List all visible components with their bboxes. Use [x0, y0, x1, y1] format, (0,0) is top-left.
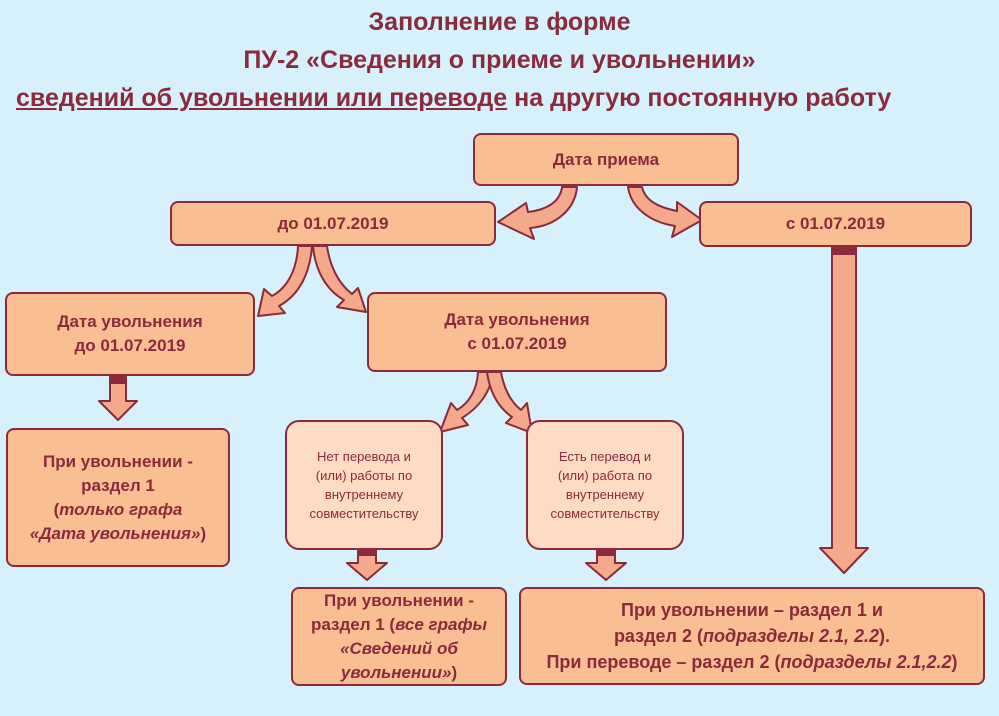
node-result-1-line-1: При увольнении -	[43, 451, 193, 471]
node-transfer-line-4: совместительству	[550, 506, 660, 521]
node-no-transfer-line-3: внутреннему	[324, 487, 404, 502]
node-no-transfer-line-4: совместительству	[309, 506, 419, 521]
node-result-2-line-1: При увольнении -	[324, 590, 474, 610]
node-result-1-line-3-italic: только графа	[59, 499, 183, 519]
node-after-date-label: с 01.07.2019	[785, 214, 886, 233]
node-result-2-line-3-italic: «Сведений об	[340, 638, 458, 658]
node-result-1-line-2: раздел 1	[81, 475, 155, 495]
curved-arrow-before-to-dismiss-after	[312, 245, 367, 313]
curved-arrow-hire-to-before	[497, 186, 578, 240]
title-line-3: сведений об увольнении или переводе на д…	[16, 84, 891, 113]
node-result-2-line-4b: )	[451, 662, 458, 682]
node-before-date: до 01.07.2019	[170, 201, 496, 246]
node-no-transfer-line-2: (или) работы по	[315, 468, 413, 483]
node-dismissal-before: Дата увольнения до 01.07.2019	[5, 292, 255, 376]
node-transfer-line-2: (или) работа по	[557, 468, 653, 483]
node-result-2-line-4-italic: увольнении»	[340, 662, 452, 682]
node-after-date: с 01.07.2019	[699, 201, 972, 247]
node-hire-date: Дата приема	[473, 133, 739, 186]
node-transfer-line-1: Есть перевод и	[558, 449, 652, 464]
node-result-2: При увольнении - раздел 1 (все графы «Св…	[291, 587, 507, 686]
node-result-3-line-2b: ).	[879, 626, 891, 646]
node-result-3-line-2-italic: подразделы 2.1, 2.2	[703, 626, 880, 646]
node-result-2-line-2a: раздел 1 (	[310, 614, 396, 634]
node-result-3-line-3a: При переводе – раздел 2 (	[546, 652, 781, 672]
node-dismissal-after-line-2: с 01.07.2019	[467, 334, 567, 353]
node-transfer: Есть перевод и (или) работа по внутренне…	[526, 420, 684, 550]
title-line-1: Заполнение в форме	[368, 8, 631, 36]
node-dismissal-before-line-2: до 01.07.2019	[74, 336, 186, 355]
node-hire-date-label: Дата приема	[552, 149, 660, 169]
node-result-1-line-4b: )	[200, 523, 207, 543]
curved-arrow-before-to-dismiss-before	[257, 245, 313, 317]
curved-arrow-hire-to-after	[627, 186, 703, 238]
node-result-3-line-3b: )	[951, 652, 958, 672]
node-transfer-line-3: внутреннему	[565, 487, 645, 502]
node-result-1-line-3a: (	[53, 499, 60, 519]
node-result-3-line-1: При увольнении – раздел 1 и	[621, 600, 883, 620]
node-dismissal-before-line-1: Дата увольнения	[57, 312, 203, 331]
node-result-3-line-2a: раздел 2 (	[613, 626, 703, 646]
title-line-2: ПУ-2 «Сведения о приеме и увольнении»	[243, 46, 756, 74]
node-no-transfer-line-1: Нет перевода и	[317, 449, 411, 464]
title-line-3-rest: на другую постоянную работу	[507, 84, 892, 112]
title-line-3-underlined: сведений об увольнении или переводе	[16, 84, 508, 112]
node-result-3: При увольнении – раздел 1 и раздел 2 (по…	[519, 587, 985, 685]
node-no-transfer: Нет перевода и (или) работы по внутренне…	[285, 420, 443, 550]
node-dismissal-after-line-1: Дата увольнения	[444, 310, 590, 329]
curved-arrow-to-transfer	[486, 371, 533, 434]
node-result-3-line-3-italic: подразделы 2.1,2.2	[780, 652, 952, 672]
node-result-2-line-2-italic: все графы	[395, 614, 488, 634]
long-down-arrow-right	[819, 246, 869, 574]
node-before-date-label: до 01.07.2019	[277, 213, 389, 233]
node-dismissal-after: Дата увольнения с 01.07.2019	[367, 292, 667, 372]
node-result-1-line-4-italic: «Дата увольнения»	[29, 523, 201, 543]
curved-arrow-to-no-transfer	[439, 371, 494, 433]
node-result-1: При увольнении - раздел 1 (только графа …	[6, 428, 230, 567]
